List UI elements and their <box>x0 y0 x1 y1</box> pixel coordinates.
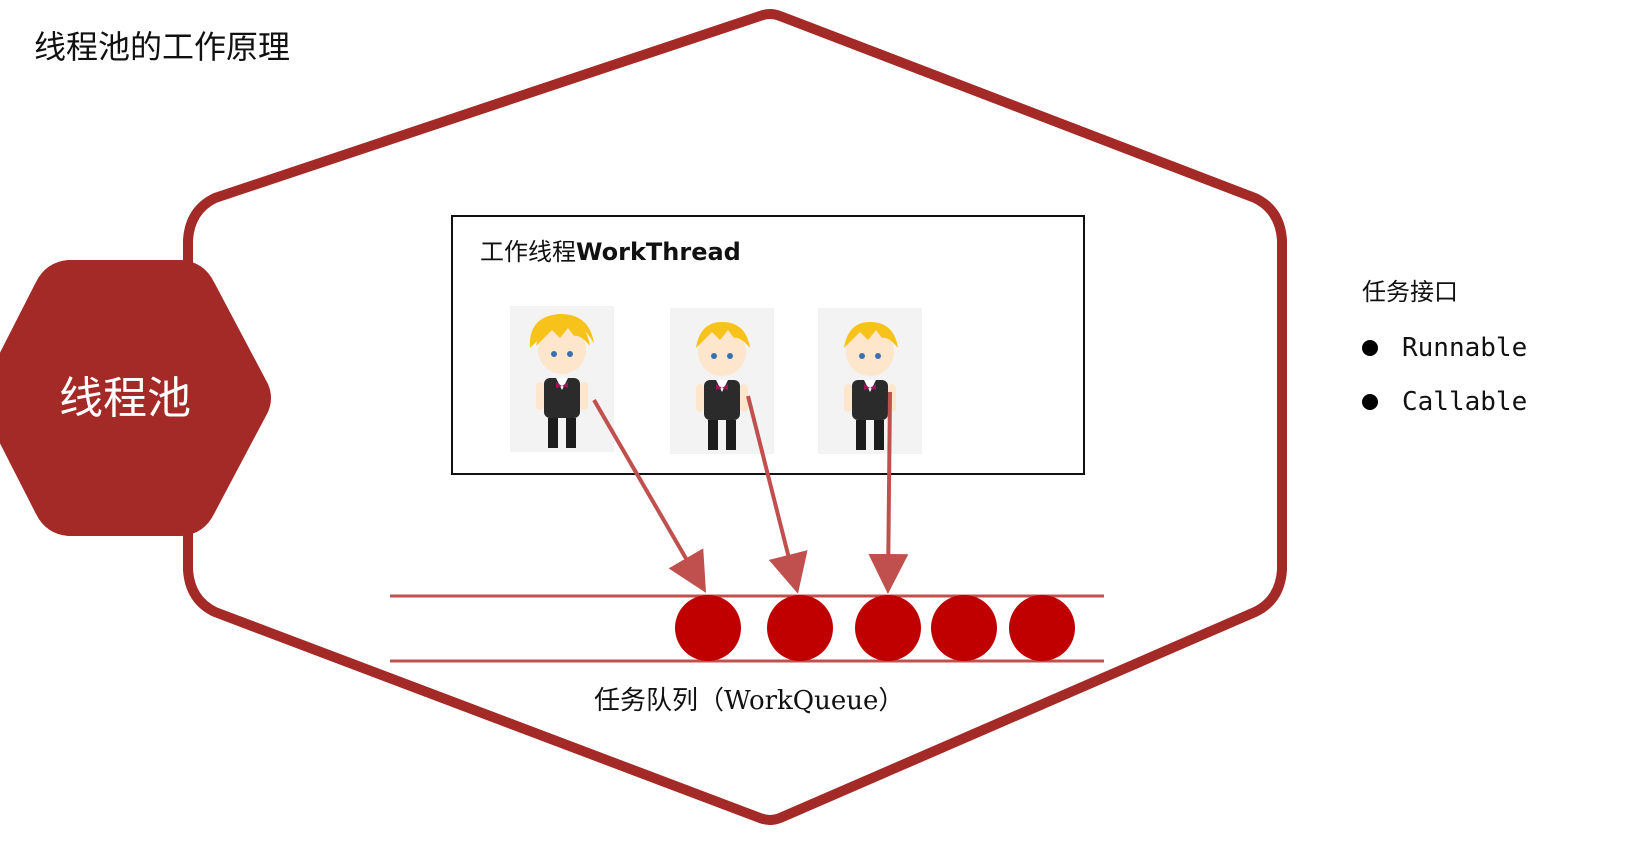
interface-panel: 任务接口 Runnable Callable <box>1362 272 1622 433</box>
interface-title: 任务接口 <box>1362 278 1458 306</box>
worker-figure-1 <box>510 306 614 452</box>
pool-badge <box>0 260 271 536</box>
page-title: 线程池的工作原理 <box>34 28 291 66</box>
worker-figure-3 <box>818 308 922 454</box>
worker-box-title-en: WorkThread <box>576 238 741 266</box>
queue-caption: 任务队列（WorkQueue） <box>594 686 905 716</box>
worker-figure-2 <box>670 308 774 454</box>
task-1 <box>675 595 741 661</box>
arrow-worker-2 <box>746 395 808 594</box>
task-3 <box>855 595 921 661</box>
bullet-icon <box>1362 394 1378 410</box>
task-2 <box>767 595 833 661</box>
bullet-icon <box>1362 340 1378 356</box>
interface-item: Runnable <box>1362 325 1622 371</box>
interface-label-callable: Callable <box>1402 387 1528 417</box>
task-5 <box>1009 595 1075 661</box>
arrow-worker-3 <box>868 391 909 594</box>
interface-label-runnable: Runnable <box>1402 333 1528 363</box>
arrow-worker-1 <box>592 398 707 593</box>
worker-box-title: 工作线程WorkThread <box>480 232 741 267</box>
worker-box-title-cn: 工作线程 <box>480 238 576 266</box>
interface-item: Callable <box>1362 379 1622 425</box>
pool-label: 线程池 <box>59 373 191 424</box>
task-4 <box>931 595 997 661</box>
